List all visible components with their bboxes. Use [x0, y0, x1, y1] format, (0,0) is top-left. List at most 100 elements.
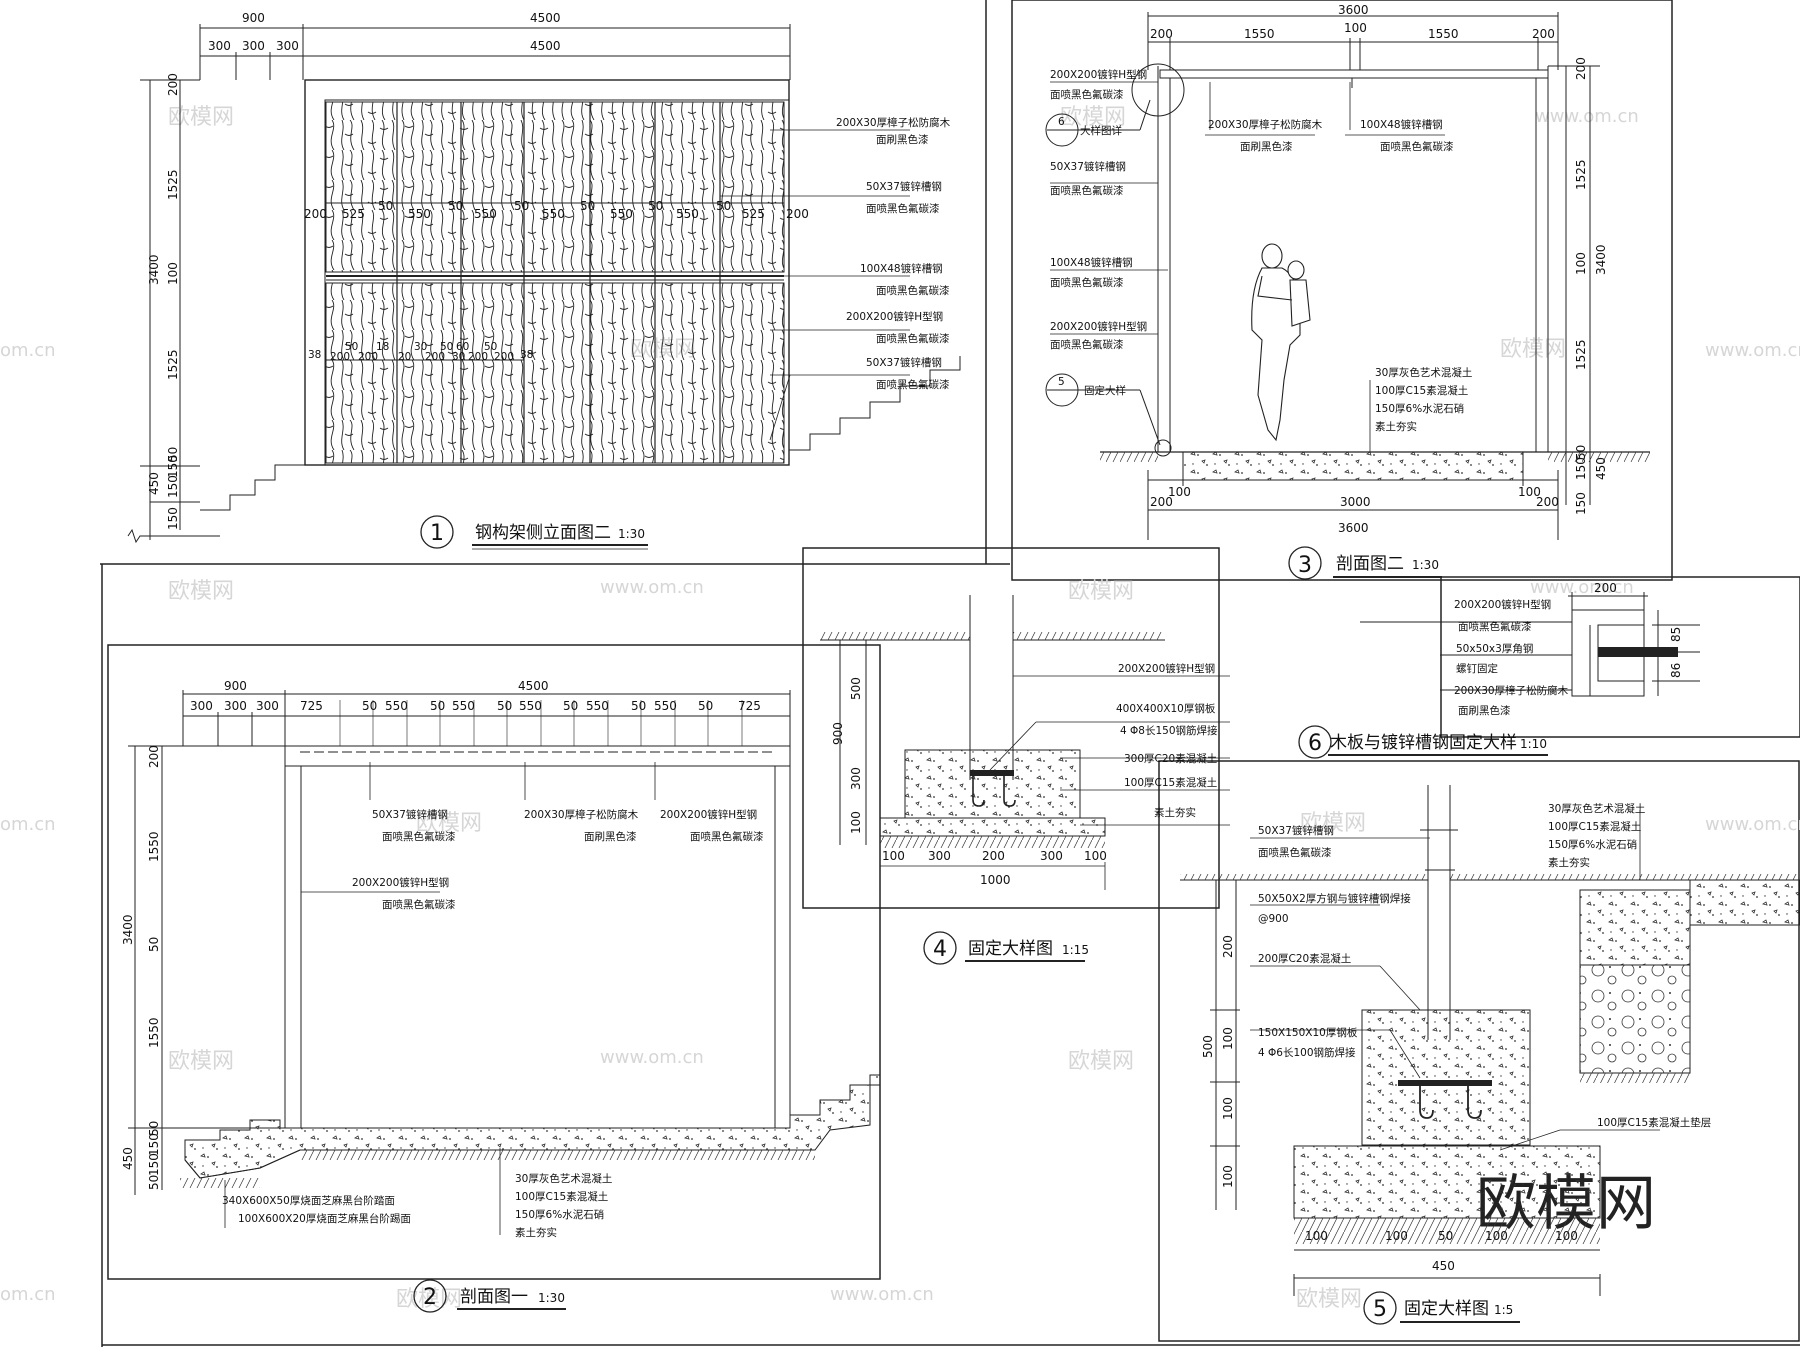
dim-label: 30 — [414, 341, 427, 353]
dim-label: 300 — [256, 699, 279, 713]
dim-label: 50 — [448, 199, 463, 213]
dim-label: 450 — [1594, 457, 1608, 480]
dim-label: 1525 — [1574, 159, 1588, 190]
note-sub: 面喷黑色氟碳漆 — [382, 898, 456, 911]
note-main: 150厚6%水泥石硝 — [1548, 838, 1637, 851]
dim-label: 200 — [1536, 495, 1559, 509]
note-main: 200X30厚樟子松防腐木 — [524, 808, 639, 821]
detail-number-circle — [1298, 725, 1332, 759]
note-sub: 面喷黑色氟碳漆 — [382, 830, 456, 843]
note-main: 200X200镀锌H型钢 — [352, 876, 449, 889]
note-main: 200X200镀锌H型钢 — [660, 808, 757, 821]
dim-label: 4500 — [530, 39, 561, 53]
dim-label: 50 — [1574, 445, 1588, 460]
dim-label: 50 — [484, 341, 497, 353]
dim-label: 30 — [452, 351, 465, 363]
panel-scale: 1:15 — [1062, 943, 1089, 957]
note-main: 200X30厚樟子松防腐木 — [836, 116, 951, 129]
note-main: 30厚灰色艺术混凝土 — [1548, 802, 1645, 815]
panel-3-section: 6 5 3600 100 200 1550 1550 200 200 1525 … — [1045, 3, 1650, 580]
dim-label: 300 — [1040, 849, 1063, 863]
note-main: 100厚C15素混凝土 — [1375, 384, 1468, 397]
note-main: 340X600X50厚烧面芝麻黑台阶踏面 — [222, 1194, 395, 1207]
watermark-text: 欧模网 — [1296, 1287, 1362, 1312]
dim-label: 18 — [376, 341, 389, 353]
dim-label: 550 — [586, 699, 609, 713]
callout-number: 5 — [1058, 376, 1065, 388]
dim-label: 450 — [1432, 1259, 1455, 1273]
panel-4-anchor-detail: 500 900 300 100 100 300 200 300 100 1000… — [820, 595, 1230, 965]
dim-label: 50 — [166, 447, 180, 462]
note-sub: 面喷黑色氟碳漆 — [1050, 338, 1124, 351]
dim-label: 550 — [385, 699, 408, 713]
note-main: 大样图详 — [1080, 124, 1122, 137]
note-main: 200X200镀锌H型钢 — [1118, 662, 1215, 675]
note-sub: 面喷黑色氟碳漆 — [1458, 620, 1532, 633]
watermark-text: 欧模网 — [168, 105, 234, 130]
note-main: 100X600X20厚烧面芝麻黑台阶踢面 — [238, 1212, 411, 1225]
note-main: 固定大样 — [1084, 384, 1126, 397]
dim-label: 500 — [849, 677, 863, 700]
dim-label: 3400 — [1594, 244, 1608, 275]
note-sub: 面喷黑色氟碳漆 — [876, 378, 950, 391]
dim-label: 1550 — [147, 831, 161, 862]
note-main: 50X37镀锌槽钢 — [372, 808, 448, 821]
dim-label: 60 — [456, 341, 469, 353]
watermark-text: www.om.cn — [1705, 814, 1800, 835]
dim-label: 500 — [1201, 1035, 1215, 1058]
note-main: 150厚6%水泥石硝 — [515, 1208, 604, 1221]
note-main: 30厚灰色艺术混凝土 — [1375, 366, 1472, 379]
dim-label: 550 — [408, 207, 431, 221]
note-sub: 面刷黑色漆 — [1458, 704, 1511, 717]
dim-label: 100 — [1344, 21, 1367, 35]
panel-2-section: 900 4500 300 300 300 725 50 550 50 550 5… — [121, 679, 881, 1313]
dim-label: 4500 — [518, 679, 549, 693]
callout-number: 6 — [1058, 116, 1065, 128]
dim-label: 200 — [1594, 581, 1617, 595]
dim-label: 50 — [147, 937, 161, 952]
dim-label: 200 — [982, 849, 1005, 863]
dim-label: 900 — [831, 722, 845, 745]
dim-label: 85 — [1669, 627, 1683, 642]
dim-label: 1525 — [1574, 339, 1588, 370]
dim-label: 200 — [1532, 27, 1555, 41]
watermark-text: www.om.cn — [600, 577, 704, 598]
dim-label: 725 — [300, 699, 323, 713]
note-main: 400X400X10厚钢板 — [1116, 702, 1216, 715]
dim-label: 150 — [166, 475, 180, 498]
dim-label: 150 — [166, 507, 180, 530]
person-figure — [1251, 243, 1311, 442]
watermark-text: 欧模网 — [1068, 1049, 1134, 1074]
watermark-text: 欧模网 — [1060, 105, 1126, 130]
dim-label: 50 — [716, 199, 731, 213]
dim-label: 200 — [1150, 27, 1173, 41]
dim-label: 450 — [147, 472, 161, 495]
note-main: 4 Φ8长150钢筋焊接 — [1120, 724, 1218, 737]
dim-label: 50 — [345, 341, 358, 353]
dim-label: 900 — [224, 679, 247, 693]
dim-label: 1550 — [1428, 27, 1459, 41]
note-main: 200X200镀锌H型钢 — [1454, 598, 1551, 611]
note-sub: @900 — [1258, 913, 1289, 925]
watermark-text: www.om.cn — [1530, 577, 1634, 598]
dim-label: 200 — [786, 207, 809, 221]
dim-label: 100 — [166, 262, 180, 285]
note-sub: 面喷黑色氟碳漆 — [866, 202, 940, 215]
note-main: 100厚C15素混凝土 — [1548, 820, 1641, 833]
note-main: 200X200镀锌H型钢 — [1050, 68, 1147, 81]
watermark-text: www.om.cn — [600, 1047, 704, 1068]
note-main: 200X30厚樟子松防腐木 — [1454, 684, 1569, 697]
dim-label: 150 — [147, 1153, 161, 1176]
panel-title: 固定大样图 — [1404, 1299, 1489, 1319]
panel-1-side-elevation: 900 4500 300 300 300 4500 200 1525 3400 … — [127, 11, 961, 550]
dim-label: 100 — [1221, 1097, 1235, 1120]
note-sub: 面喷黑色氟碳漆 — [1258, 846, 1332, 859]
watermark-text: 欧模网 — [1068, 579, 1134, 604]
note-main: 素土夯实 — [515, 1226, 557, 1239]
note-main: 30厚灰色艺术混凝土 — [515, 1172, 612, 1185]
panel-number: 1 — [430, 521, 444, 546]
dim-label: 50 — [147, 1121, 161, 1136]
note-main: 素土夯实 — [1375, 420, 1417, 433]
note-main: 50X37镀锌槽钢 — [1258, 824, 1334, 837]
note-main: 50x50x3厚角钢 — [1456, 642, 1533, 655]
